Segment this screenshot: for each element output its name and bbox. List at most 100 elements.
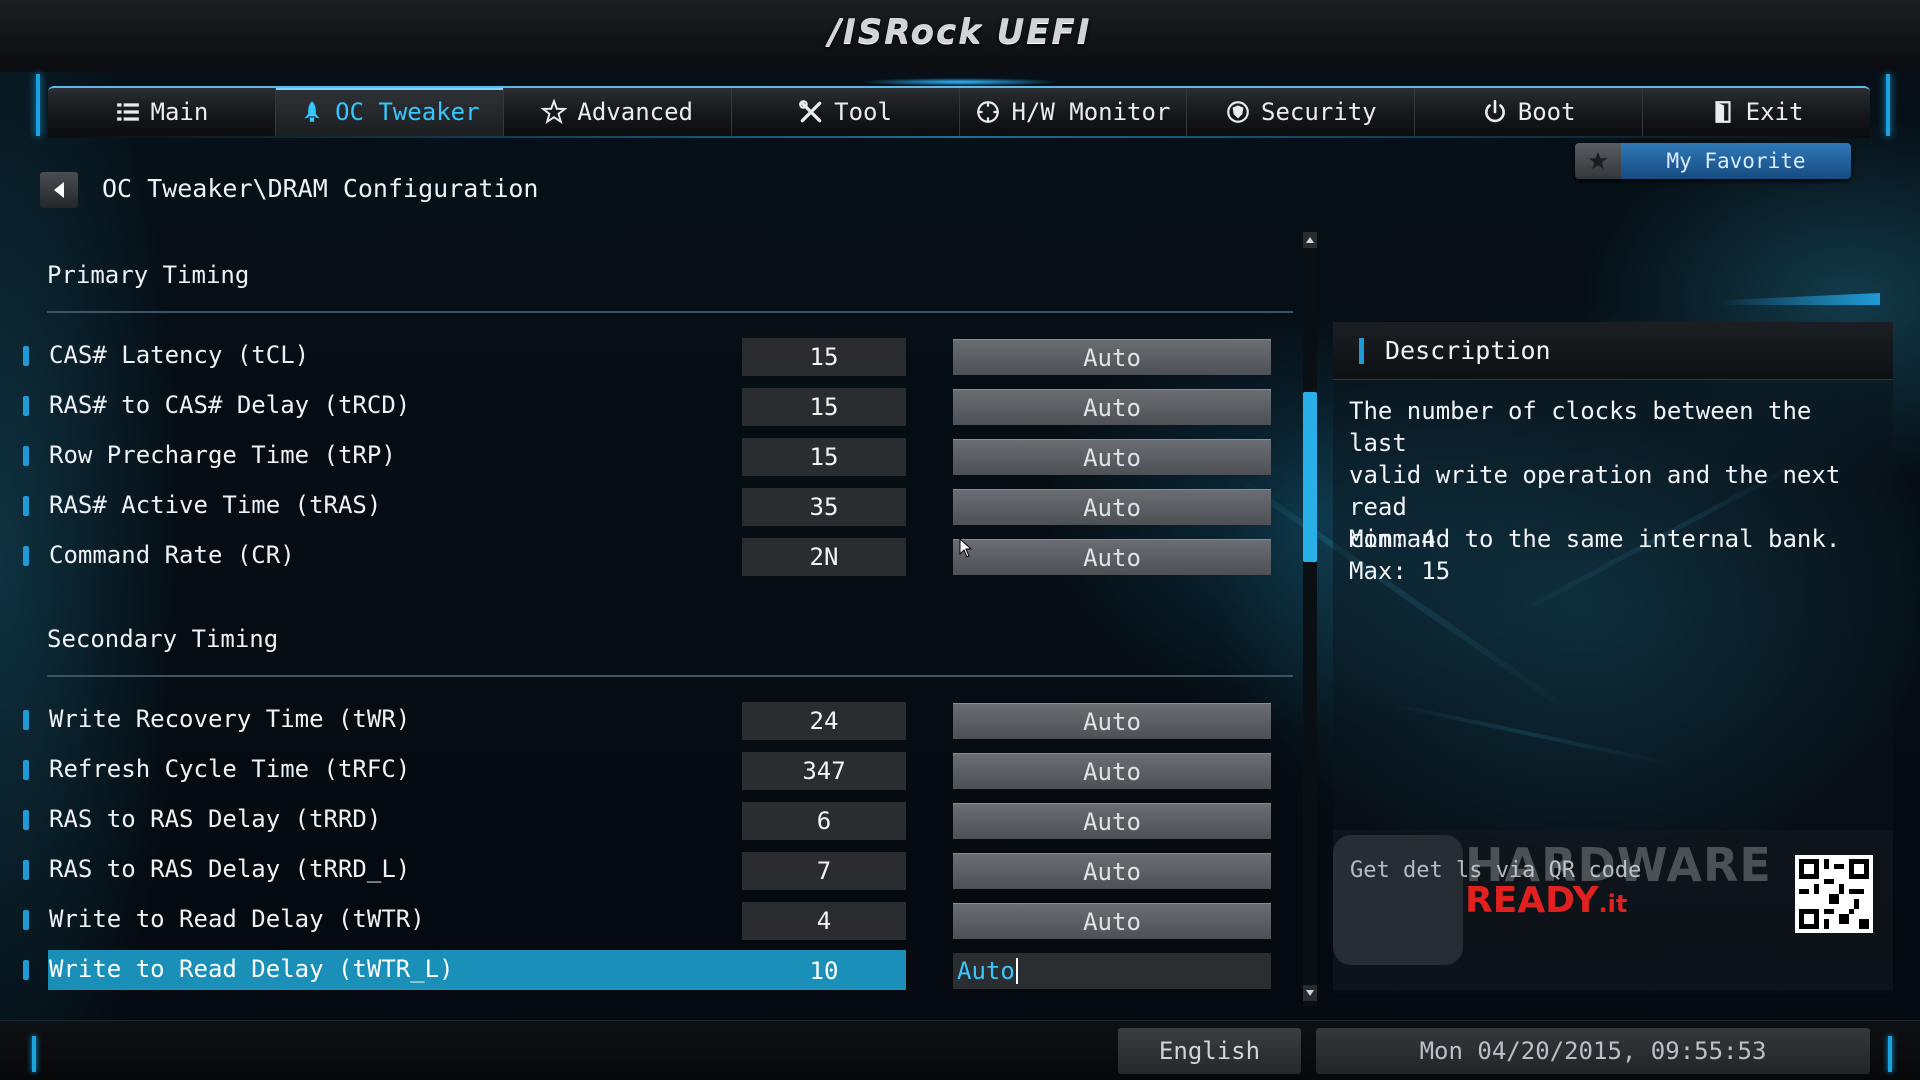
- description-header: Description: [1333, 322, 1893, 380]
- row-marker: [23, 546, 29, 566]
- setting-input-active[interactable]: Auto: [953, 953, 1271, 989]
- star-icon: [541, 99, 568, 125]
- current-value: 10: [809, 957, 839, 985]
- tab-label: H/W Monitor: [1011, 98, 1171, 126]
- row-marker: [23, 810, 29, 830]
- tab-label: OC Tweaker: [335, 98, 480, 126]
- qr-code-icon: [1795, 855, 1873, 933]
- setting-dropdown[interactable]: Auto: [953, 389, 1271, 425]
- setting-row-twtr-l[interactable]: Write to Read Delay (tWTR_L) 10 Auto: [18, 950, 1274, 990]
- setting-dropdown[interactable]: Auto: [953, 753, 1271, 789]
- power-icon: [1482, 99, 1508, 125]
- tab-label: Tool: [834, 98, 892, 126]
- tab-security[interactable]: Security: [1187, 88, 1416, 136]
- setting-label: Write to Read Delay (tWTR_L): [49, 955, 454, 983]
- setting-dropdown[interactable]: Auto: [953, 539, 1271, 575]
- current-value: 347: [742, 752, 906, 790]
- selection-highlight: [48, 950, 906, 990]
- current-value: 2N: [742, 538, 906, 576]
- favorite-star-icon: [1575, 143, 1621, 179]
- watermark-ready: READY.it: [1465, 880, 1628, 921]
- setting-row-command-rate[interactable]: Command Rate (CR) 2N Auto: [18, 536, 1274, 576]
- tab-main[interactable]: Main: [48, 88, 276, 136]
- tab-label: Main: [150, 98, 209, 126]
- scrollbar-thumb[interactable]: [1303, 392, 1317, 562]
- section-divider: [47, 675, 1293, 677]
- favorite-label: My Favorite: [1621, 143, 1851, 179]
- header-marker: [1359, 338, 1364, 364]
- row-marker: [23, 960, 29, 980]
- my-favorite-button[interactable]: My Favorite: [1575, 143, 1851, 179]
- row-marker: [23, 910, 29, 930]
- main-navigation: Main OC Tweaker Advanced Tool H/W Monito…: [48, 86, 1870, 136]
- breadcrumb: OC Tweaker\DRAM Configuration: [102, 174, 539, 203]
- input-text: Auto: [957, 957, 1015, 985]
- back-button[interactable]: [40, 172, 78, 208]
- row-marker: [23, 860, 29, 880]
- current-value: 15: [742, 388, 906, 426]
- text-caret: [1015, 958, 1018, 984]
- setting-dropdown[interactable]: Auto: [953, 803, 1271, 839]
- setting-label: RAS to RAS Delay (tRRD): [49, 805, 382, 833]
- arrow-up-icon: [1306, 237, 1314, 243]
- tab-tool[interactable]: Tool: [732, 88, 960, 136]
- nav-underline: [48, 136, 1870, 138]
- setting-dropdown[interactable]: Auto: [953, 439, 1271, 475]
- watermark-hardware: HARDWARE: [1465, 838, 1772, 892]
- setting-dropdown[interactable]: Auto: [953, 339, 1271, 375]
- setting-label: RAS# to CAS# Delay (tRCD): [49, 391, 411, 419]
- setting-label: RAS to RAS Delay (tRRD_L): [49, 855, 411, 883]
- scroll-up-button[interactable]: [1303, 232, 1317, 248]
- tab-hw-monitor[interactable]: H/W Monitor: [960, 88, 1188, 136]
- arrow-down-icon: [1306, 990, 1314, 996]
- setting-row-trrd[interactable]: RAS to RAS Delay (tRRD) 6 Auto: [18, 800, 1274, 840]
- setting-row-twr[interactable]: Write Recovery Time (tWR) 24 Auto: [18, 700, 1274, 740]
- header-bar: /ISRock UEFI: [0, 0, 1920, 72]
- watermark-logo: [1333, 835, 1463, 965]
- tab-label: Exit: [1745, 98, 1804, 126]
- current-value: 15: [742, 338, 906, 376]
- section-divider: [47, 311, 1293, 313]
- footer-frame-right: [1888, 1036, 1892, 1072]
- exit-icon: [1710, 99, 1736, 125]
- tools-icon: [798, 99, 824, 125]
- nav-frame-left: [36, 74, 40, 136]
- setting-row-trp[interactable]: Row Precharge Time (tRP) 15 Auto: [18, 436, 1274, 476]
- footer-frame-left: [32, 1036, 36, 1072]
- shield-icon: [1225, 99, 1251, 125]
- row-marker: [23, 710, 29, 730]
- description-range: Min: 4 Max: 15: [1349, 523, 1450, 587]
- current-value: 15: [742, 438, 906, 476]
- setting-dropdown[interactable]: Auto: [953, 903, 1271, 939]
- nav-frame-right: [1886, 74, 1890, 136]
- setting-label: Row Precharge Time (tRP): [49, 441, 396, 469]
- back-arrow-icon: [54, 182, 64, 198]
- setting-dropdown[interactable]: Auto: [953, 703, 1271, 739]
- brand-logo: /ISRock UEFI: [828, 12, 1092, 52]
- setting-row-trrd-l[interactable]: RAS to RAS Delay (tRRD_L) 7 Auto: [18, 850, 1274, 890]
- row-marker: [23, 760, 29, 780]
- current-value: 24: [742, 702, 906, 740]
- tab-boot[interactable]: Boot: [1415, 88, 1644, 136]
- setting-label: Command Rate (CR): [49, 541, 295, 569]
- setting-dropdown[interactable]: Auto: [953, 853, 1271, 889]
- setting-label: RAS# Active Time (tRAS): [49, 491, 382, 519]
- tab-exit[interactable]: Exit: [1643, 88, 1870, 136]
- setting-row-tras[interactable]: RAS# Active Time (tRAS) 35 Auto: [18, 486, 1274, 526]
- setting-row-twtr[interactable]: Write to Read Delay (tWTR) 4 Auto: [18, 900, 1274, 940]
- language-button[interactable]: English: [1118, 1028, 1301, 1074]
- tab-oc-tweaker[interactable]: OC Tweaker: [275, 88, 504, 136]
- scroll-down-button[interactable]: [1303, 985, 1317, 1001]
- setting-row-tcl[interactable]: CAS# Latency (tCL) 15 Auto: [18, 336, 1274, 376]
- setting-dropdown[interactable]: Auto: [953, 489, 1271, 525]
- tab-advanced[interactable]: Advanced: [504, 88, 732, 136]
- row-marker: [23, 446, 29, 466]
- setting-row-trfc[interactable]: Refresh Cycle Time (tRFC) 347 Auto: [18, 750, 1274, 790]
- setting-label: CAS# Latency (tCL): [49, 341, 310, 369]
- description-text: The number of clocks between the last va…: [1349, 397, 1841, 553]
- section-title-secondary: Secondary Timing: [47, 625, 279, 653]
- setting-row-trcd[interactable]: RAS# to CAS# Delay (tRCD) 15 Auto: [18, 386, 1274, 426]
- scrollbar-track[interactable]: [1303, 230, 1317, 1006]
- tab-label: Security: [1261, 98, 1377, 126]
- min-value: Min: 4: [1349, 525, 1436, 553]
